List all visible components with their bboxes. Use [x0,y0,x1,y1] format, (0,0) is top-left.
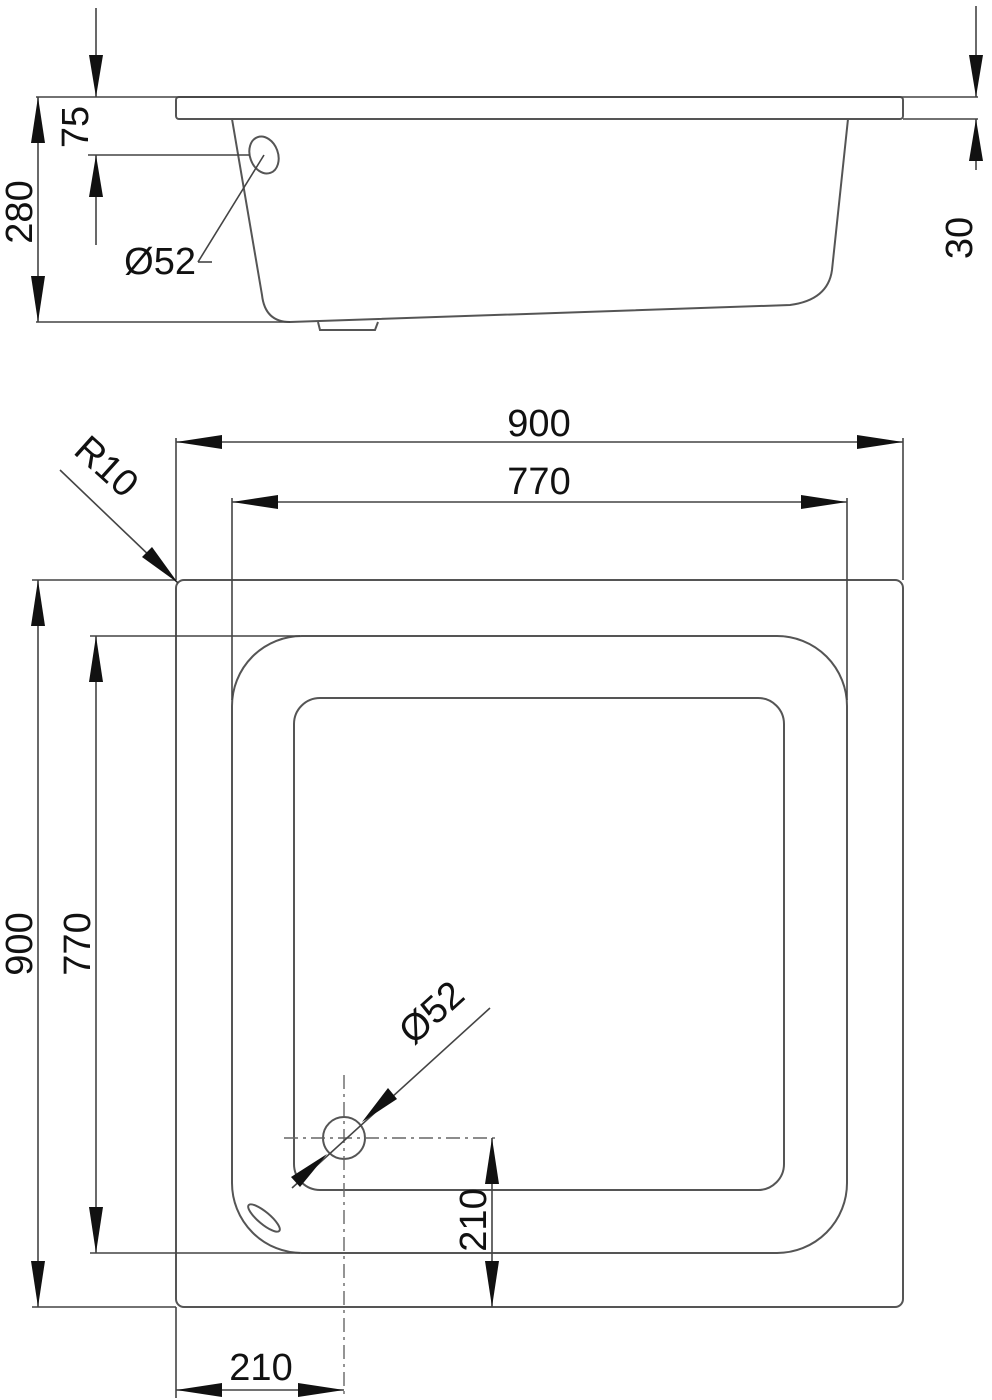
dim-770-h-arrow-right [801,495,847,509]
top-basin-floor [293,697,785,1191]
dim-770-h-arrow-left [232,495,278,509]
dim-210-h-label: 210 [229,1347,292,1389]
dim-770-h-label: 770 [507,461,570,503]
dim-30-arrow-top [969,55,983,97]
dim-900-h-arrow-left [176,435,222,449]
side-overflow-hole [248,135,280,175]
dim-900-h-label: 900 [507,403,570,445]
dim-210-v-arrow-top [485,1138,499,1184]
drain-dia-label: Ø52 [391,973,472,1052]
side-overflow-leader [197,154,265,263]
dim-210-h-arrow-left [176,1383,222,1397]
dim-280-arrow-top [31,97,45,143]
side-tub-body [231,118,849,324]
dim-75-label: 75 [55,106,97,148]
dim-280-label: 280 [0,180,41,243]
side-drain-outlet [317,321,379,331]
top-overflow-slot [247,1203,281,1233]
dim-770-v-label: 770 [57,912,99,975]
side-overflow-label: Ø52 [124,241,196,283]
dim-900-v-arrow-bottom [31,1261,45,1307]
dim-210-v-arrow-bottom [485,1261,499,1307]
top-view: 900 770 R10 900 770 Ø52 [0,403,904,1398]
r10-label: R10 [66,428,146,506]
drain-dia-arrow-lower [291,1154,327,1187]
dim-280-arrow-bottom [31,276,45,322]
dim-30-arrow-bottom [969,119,983,161]
dim-75-arrow-bottom [89,155,103,197]
dim-75-arrow-top [89,55,103,97]
dim-210-v-label: 210 [453,1188,495,1251]
dim-770-v-arrow-bottom [89,1207,103,1253]
r10-arrow [142,547,178,583]
top-outer-outline [175,579,904,1308]
dim-210-h-arrow-right [298,1383,344,1397]
dim-770-v-arrow-top [89,636,103,682]
dim-900-v-arrow-top [31,580,45,626]
dim-30-label: 30 [939,217,981,259]
dim-900-v-label: 900 [0,912,41,975]
side-view: 280 75 Ø52 30 [0,6,983,331]
side-rim [175,96,904,120]
dim-900-h-arrow-right [857,435,903,449]
drain-dia-arrow-upper [362,1088,397,1122]
top-inner-basin [231,635,848,1254]
